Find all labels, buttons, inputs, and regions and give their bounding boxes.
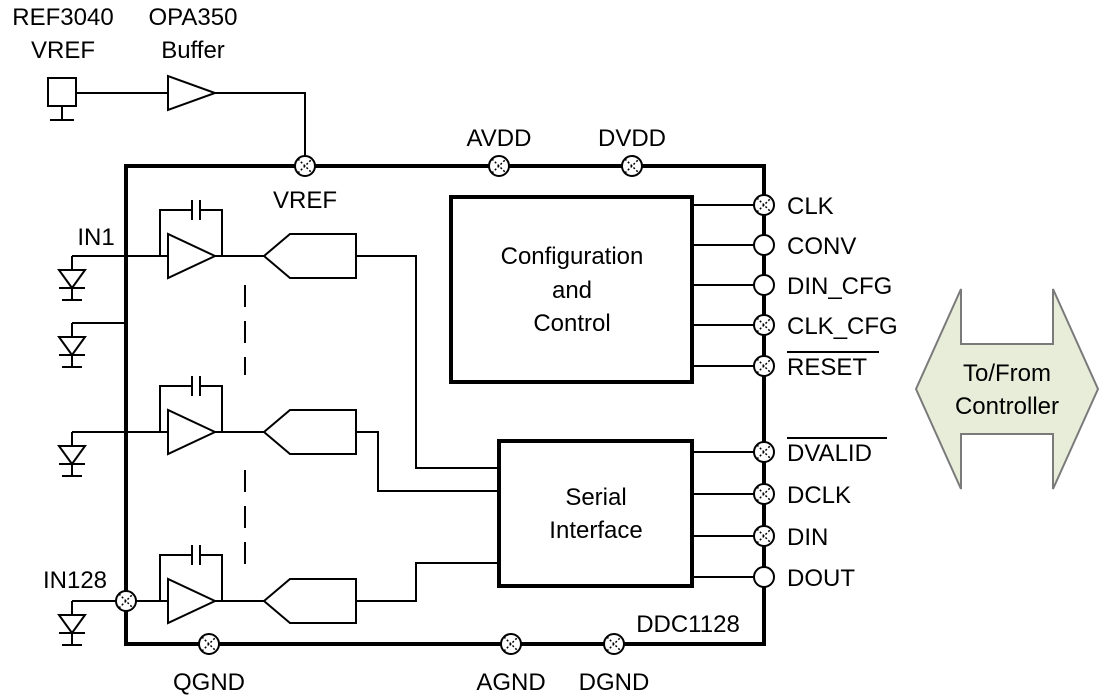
opamp-icon (167, 577, 218, 625)
avdd-pin-label: AVDD (467, 125, 532, 152)
buffer-part-label: OPA350 (149, 4, 238, 31)
avdd-pin-icon (488, 155, 510, 177)
adc-icon (262, 409, 357, 455)
buffer-opamp-icon (167, 74, 218, 112)
dout-pin-icon (753, 566, 775, 588)
dvdd-pin-label: DVDD (598, 125, 666, 152)
buffer-label: Buffer (161, 37, 225, 64)
photodiode-icon (58, 322, 86, 368)
integrator-channel-128 (136, 545, 357, 625)
opamp-icon (167, 232, 218, 280)
dgnd-pin-label: DGND (579, 669, 650, 696)
agnd-pin-label: AGND (476, 669, 545, 696)
configuration-control-block (449, 195, 694, 384)
controller-arrow-line1: To/From (963, 360, 1051, 387)
reset-pin-icon (753, 355, 775, 377)
serial-interface-block (497, 439, 694, 588)
vref-pin-label: VREF (273, 187, 337, 214)
din-cfg-pin-label: DIN_CFG (787, 273, 892, 300)
din-cfg-pin-icon (753, 274, 775, 296)
dvdd-pin-icon (621, 155, 643, 177)
qgnd-pin-icon (198, 633, 220, 655)
vref-pin-icon (294, 155, 316, 177)
reference-part-label: REF3040 (12, 4, 113, 31)
chip-outline (124, 164, 766, 646)
dgnd-pin-icon (603, 633, 625, 655)
adc-icon (262, 578, 357, 624)
serial-block-line1: Serial (565, 484, 626, 511)
photodiode-icon (58, 255, 86, 301)
clk-cfg-pin-icon (753, 314, 775, 336)
din-pin-icon (753, 525, 775, 547)
in1-label: IN1 (77, 224, 114, 251)
dclk-pin-label: DCLK (787, 482, 851, 509)
adc-icon (262, 233, 357, 279)
in128-pin-icon (115, 590, 137, 612)
clk-pin-label: CLK (787, 193, 834, 220)
dvalid-pin-label: DVALID (787, 440, 872, 467)
vref-source-icon (47, 77, 77, 121)
adc2-to-serial-wire (356, 431, 499, 492)
reset-pin-label: RESET (787, 354, 867, 381)
dout-pin-label: DOUT (787, 565, 855, 592)
clk-cfg-pin-label: CLK_CFG (787, 313, 898, 340)
buffer-to-vref-wire (215, 92, 306, 166)
reference-vref-label: VREF (31, 37, 95, 64)
din-pin-label: DIN (787, 524, 828, 551)
config-block-line2: and (552, 277, 592, 304)
integrator-channel-1 (126, 200, 357, 280)
chip-name: DDC1128 (636, 611, 740, 638)
opamp-icon (167, 408, 218, 456)
controller-double-arrow-icon (914, 288, 1100, 490)
dclk-pin-icon (753, 483, 775, 505)
adc128-to-serial-wire (356, 562, 499, 602)
adc1-to-serial-wire (356, 255, 499, 469)
clk-pin-icon (753, 194, 775, 216)
controller-arrow-line2: Controller (955, 393, 1059, 420)
photodiode-icon (58, 600, 86, 646)
integrator-channel-2 (126, 376, 357, 456)
in128-label: IN128 (43, 567, 107, 594)
config-block-line1: Configuration (501, 243, 644, 270)
serial-block-line2: Interface (549, 517, 642, 544)
qgnd-pin-label: QGND (173, 669, 245, 696)
conv-pin-label: CONV (787, 233, 856, 260)
agnd-pin-icon (500, 633, 522, 655)
photodiode-icon (58, 431, 86, 477)
config-block-line3: Control (533, 310, 610, 337)
dvalid-pin-icon (753, 441, 775, 463)
conv-pin-icon (753, 234, 775, 256)
